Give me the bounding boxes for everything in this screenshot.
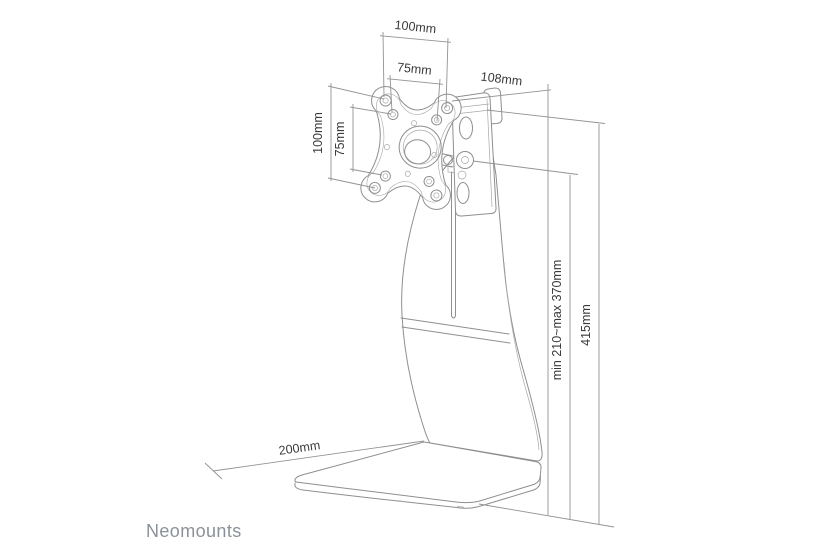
- label-depth-108: 108mm: [480, 70, 523, 89]
- column-seam-lower: [401, 326, 511, 344]
- label-height-range: min 210~max 370mm: [550, 260, 564, 381]
- bracket-slot-lower: [456, 182, 470, 204]
- bracket-screw: [457, 170, 467, 180]
- bracket-slot-upper: [459, 116, 473, 140]
- label-vesa-height-100: 100mm: [311, 112, 325, 154]
- dimension-vesa-width-100: [379, 31, 452, 109]
- base-top-surface: [294, 441, 542, 504]
- ground-reference-line: [478, 503, 615, 528]
- dimension-vesa-width-75: [386, 74, 444, 122]
- bracket-hinge-circle: [456, 151, 474, 169]
- dimension-depth-108: [451, 84, 552, 515]
- base-foot-mark-right: [456, 506, 465, 508]
- base-foot-mark-left: [396, 500, 405, 502]
- base-thickness-edge: [294, 475, 541, 509]
- label-vesa-height-75: 75mm: [333, 122, 347, 157]
- dimension-vesa-height-75: [349, 104, 392, 176]
- label-vesa-width-75: 75mm: [396, 60, 432, 78]
- column-seam-upper: [400, 317, 510, 335]
- vesa-plate: [360, 86, 462, 210]
- dimension-vesa-height-100: [327, 83, 385, 189]
- column-inner-edge: [503, 261, 540, 451]
- stand-base: [294, 441, 542, 509]
- bracket-cap-line-2: [454, 109, 491, 115]
- column-body: [401, 139, 543, 462]
- plate-detail-bosses: [383, 120, 438, 177]
- label-base-depth: 200mm: [278, 438, 321, 458]
- bracket-right-rib: [486, 98, 493, 208]
- dimension-height-range: [472, 160, 579, 519]
- dimension-total-height: [486, 109, 606, 524]
- vesa-plate-outline: [360, 86, 462, 210]
- dimension-layer: [204, 31, 615, 528]
- center-ring-outer: [398, 125, 442, 169]
- dimension-base-depth: [204, 440, 425, 480]
- center-opening: [404, 139, 432, 165]
- bracket-hinge-center: [461, 156, 469, 164]
- label-vesa-width-100: 100mm: [394, 18, 437, 36]
- label-total-height: 415mm: [579, 304, 593, 346]
- pivot-joint: [443, 155, 453, 165]
- dimension-labels: 100mm 75mm 108mm 100mm 75mm min 210~max …: [278, 18, 593, 458]
- stand-column: [400, 139, 543, 462]
- brand-wordmark: Neomounts: [146, 521, 242, 541]
